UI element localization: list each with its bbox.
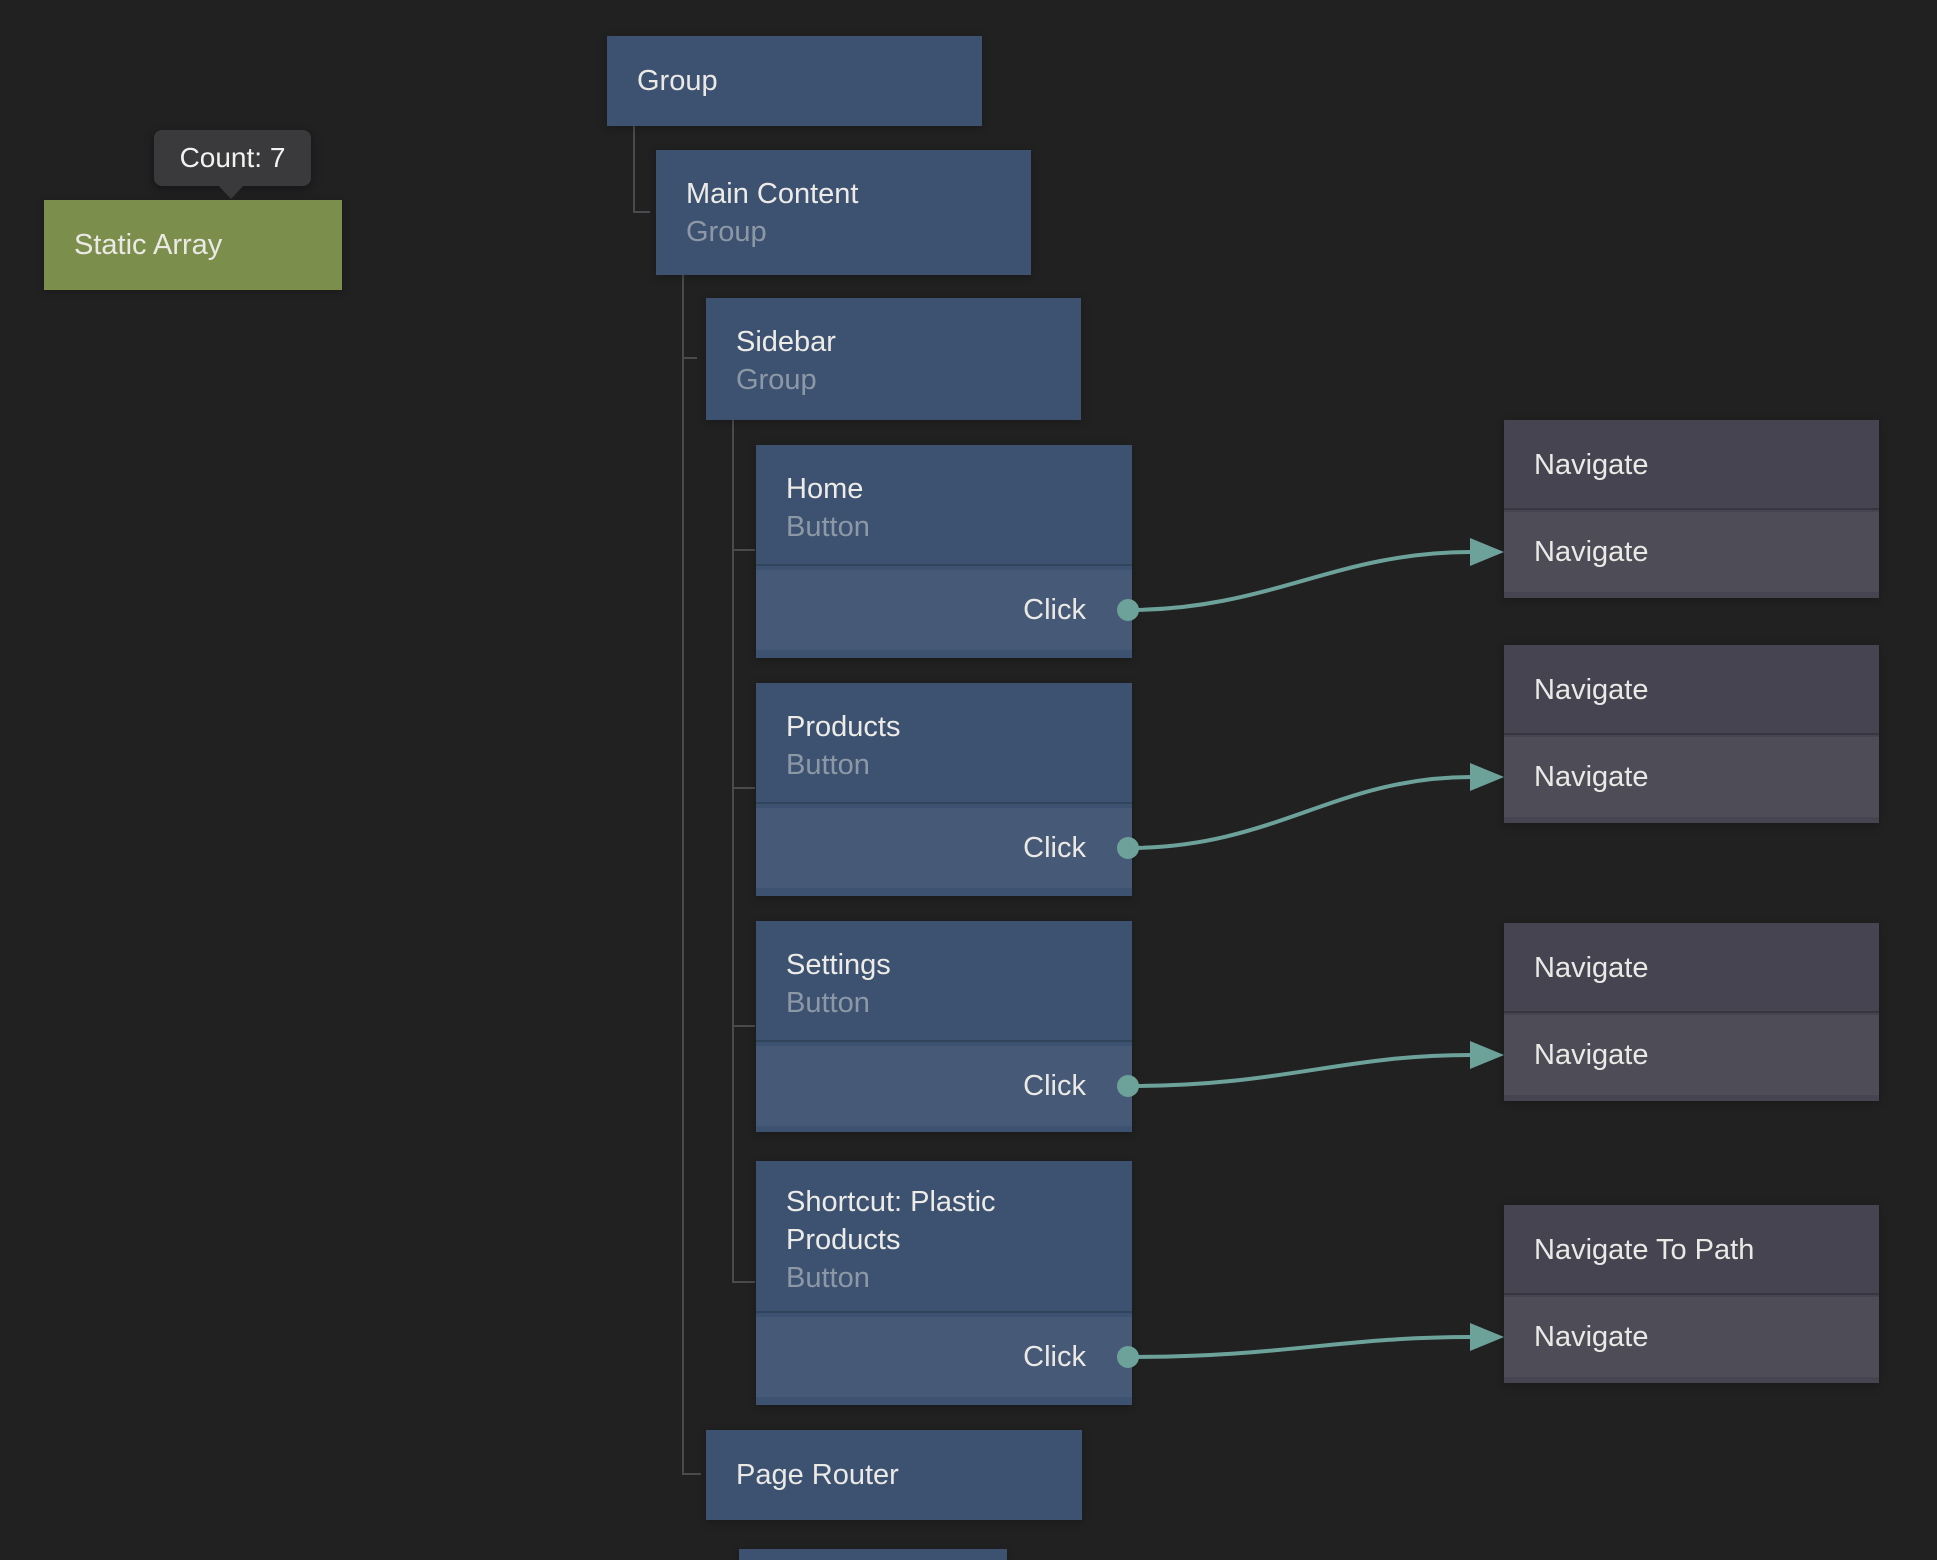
node-subtitle: Group <box>686 216 767 248</box>
input-row-navigate[interactable]: Navigate <box>1504 1015 1879 1095</box>
output-row-click[interactable]: Click <box>756 570 1132 650</box>
node-title: Navigate To Path <box>1534 1233 1755 1266</box>
input-arrow-icon <box>1470 538 1504 566</box>
tree-guide <box>732 1025 755 1027</box>
tree-guide <box>682 275 684 1475</box>
node-subtitle: Group <box>736 364 817 396</box>
input-arrow-icon <box>1470 1323 1504 1351</box>
node-home-button[interactable]: Home Button Click <box>756 445 1132 658</box>
node-title: Products <box>786 711 901 743</box>
node-title: Settings <box>786 949 891 981</box>
tree-guide <box>682 357 697 359</box>
tree-guide <box>732 1281 755 1283</box>
node-ports-section: Click <box>756 564 1132 658</box>
node-title: Navigate <box>1534 673 1649 706</box>
node-group[interactable]: Group <box>607 36 982 126</box>
output-label: Click <box>1023 831 1086 864</box>
node-title: Shortcut: Plastic Products <box>786 1186 996 1256</box>
input-label: Navigate <box>1534 535 1649 568</box>
tree-guide <box>732 787 755 789</box>
tree-guide <box>732 420 734 1283</box>
wire-products-click-to-navigate <box>1126 775 1473 850</box>
node-subtitle: Button <box>786 749 870 781</box>
input-label: Navigate <box>1534 1320 1649 1353</box>
input-row-navigate[interactable]: Navigate <box>1504 737 1879 817</box>
node-ports-section: Click <box>756 802 1132 896</box>
node-sidebar[interactable]: Sidebar Group <box>706 298 1081 420</box>
node-title-block: Navigate <box>1504 923 1879 1013</box>
node-partial-offscreen[interactable] <box>739 1549 1007 1560</box>
count-tooltip-tail <box>218 185 244 199</box>
node-shortcut-plastic-products-button[interactable]: Shortcut: Plastic Products Button Click <box>756 1161 1132 1405</box>
input-row-navigate[interactable]: Navigate <box>1504 1297 1879 1377</box>
node-static-array[interactable]: Static Array <box>44 200 342 290</box>
node-navigate-3[interactable]: Navigate Navigate <box>1504 923 1879 1101</box>
input-arrow-icon <box>1470 1041 1504 1069</box>
node-title-block: Home Button <box>756 445 1132 546</box>
node-products-button[interactable]: Products Button Click <box>756 683 1132 896</box>
wire-home-click-to-navigate <box>1126 550 1473 612</box>
node-title: Group <box>637 64 718 97</box>
input-label: Navigate <box>1534 760 1649 793</box>
node-title-block: Navigate To Path <box>1504 1205 1879 1295</box>
node-navigate-2[interactable]: Navigate Navigate <box>1504 645 1879 823</box>
wire-shortcut-click-to-navigate-to-path <box>1126 1335 1473 1359</box>
node-title: Navigate <box>1534 951 1649 984</box>
node-title: Navigate <box>1534 448 1649 481</box>
output-label: Click <box>1023 1069 1086 1102</box>
node-title-block: Products Button <box>756 683 1132 784</box>
node-title-block: Shortcut: Plastic Products Button <box>756 1161 1132 1297</box>
node-ports-section: Navigate <box>1504 1011 1879 1101</box>
node-page-router[interactable]: Page Router <box>706 1430 1082 1520</box>
node-ports-section: Navigate <box>1504 508 1879 598</box>
node-ports-section: Click <box>756 1311 1132 1405</box>
node-title-block: Navigate <box>1504 420 1879 510</box>
count-tooltip: Count: 7 <box>154 130 311 199</box>
node-main-content[interactable]: Main Content Group <box>656 150 1031 275</box>
node-title: Sidebar <box>736 326 836 358</box>
node-settings-button[interactable]: Settings Button Click <box>756 921 1132 1132</box>
tree-guide <box>633 211 650 213</box>
input-label: Navigate <box>1534 1038 1649 1071</box>
node-title-block: Sidebar Group <box>706 298 1081 399</box>
tree-guide <box>633 126 635 213</box>
node-navigate-to-path[interactable]: Navigate To Path Navigate <box>1504 1205 1879 1383</box>
output-row-click[interactable]: Click <box>756 808 1132 888</box>
node-subtitle: Button <box>786 511 870 543</box>
input-row-navigate[interactable]: Navigate <box>1504 512 1879 592</box>
output-row-click[interactable]: Click <box>756 1046 1132 1126</box>
output-label: Click <box>1023 593 1086 626</box>
input-arrow-icon <box>1470 763 1504 791</box>
node-subtitle: Button <box>786 987 870 1019</box>
node-title-block: Main Content Group <box>656 150 1031 251</box>
node-navigate-1[interactable]: Navigate Navigate <box>1504 420 1879 598</box>
node-title: Home <box>786 473 864 505</box>
tree-guide <box>732 549 755 551</box>
node-title-block: Settings Button <box>756 921 1132 1022</box>
node-ports-section: Navigate <box>1504 1293 1879 1383</box>
node-title-block: Navigate <box>1504 645 1879 735</box>
output-label: Click <box>1023 1340 1086 1373</box>
tree-guide <box>682 1473 701 1475</box>
node-ports-section: Click <box>756 1040 1132 1132</box>
node-title: Main Content <box>686 178 859 210</box>
wire-settings-click-to-navigate <box>1126 1053 1473 1088</box>
node-ports-section: Navigate <box>1504 733 1879 823</box>
node-title: Static Array <box>74 228 223 261</box>
count-tooltip-text: Count: 7 <box>179 142 286 173</box>
node-subtitle: Button <box>786 1262 870 1294</box>
node-title: Page Router <box>736 1458 899 1491</box>
output-row-click[interactable]: Click <box>756 1317 1132 1397</box>
